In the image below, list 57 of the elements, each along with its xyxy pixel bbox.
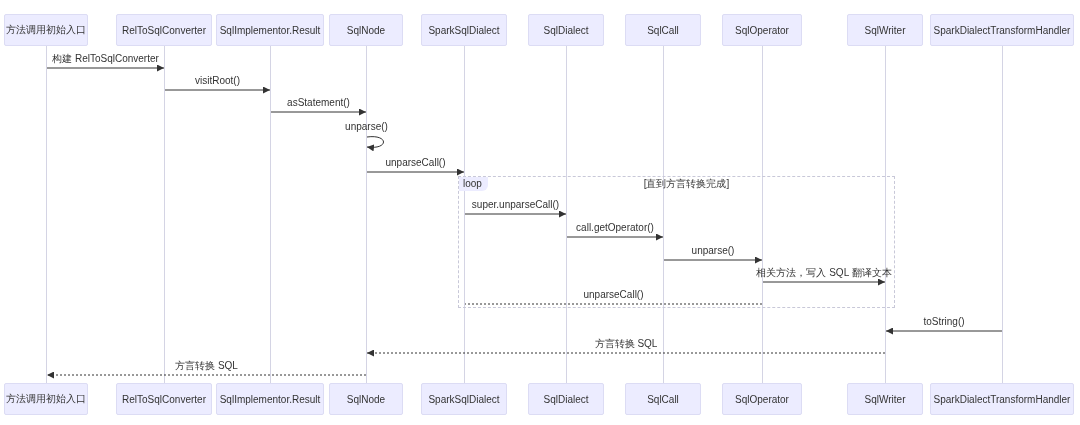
message-arrow xyxy=(46,64,165,72)
participant-box: SqlWriter xyxy=(847,383,923,415)
return-arrow xyxy=(46,371,367,379)
participant-box: SqlOperator xyxy=(722,14,802,46)
participant-box: SqlWriter xyxy=(847,14,923,46)
participant-box: RelToSqlConverter xyxy=(116,14,212,46)
participant-box: 方法调用初始入口 xyxy=(4,383,88,415)
self-call-arrow xyxy=(366,136,384,151)
loop-tag: loop xyxy=(459,177,488,191)
participant-box: SqlCall xyxy=(625,383,701,415)
edge-label: super.unparseCall() xyxy=(471,199,560,211)
message-arrow xyxy=(464,210,567,218)
participant-box: SparkDialectTransformHandler xyxy=(930,383,1074,415)
participant-box: SqlDialect xyxy=(528,383,604,415)
lifeline xyxy=(1002,46,1003,383)
edge-label: unparseCall() xyxy=(385,157,446,169)
message-arrow xyxy=(270,108,367,116)
edge-label: call.getOperator() xyxy=(576,222,654,234)
edge-label: unparse() xyxy=(691,245,735,257)
participant-box: SqlImplementor.Result xyxy=(216,383,324,415)
edge-label: 方言转换 SQL xyxy=(594,338,658,350)
edge-label: visitRoot() xyxy=(195,75,240,87)
message-arrow xyxy=(762,278,886,286)
message-arrow xyxy=(366,168,465,176)
message-arrow xyxy=(566,233,664,241)
participant-box: SqlCall xyxy=(625,14,701,46)
lifeline xyxy=(164,46,165,383)
lifeline xyxy=(464,46,465,383)
participant-box: SqlOperator xyxy=(722,383,802,415)
lifeline xyxy=(566,46,567,383)
return-arrow xyxy=(366,349,886,357)
message-arrow xyxy=(885,327,1003,335)
participant-box: SqlDialect xyxy=(528,14,604,46)
edge-label: 方言转换 SQL xyxy=(175,360,238,372)
lifeline xyxy=(663,46,664,383)
loop-condition: [直到方言转换完成] xyxy=(643,178,730,190)
message-arrow xyxy=(663,256,763,264)
lifeline xyxy=(762,46,763,383)
participant-box: SparkSqlDialect xyxy=(421,14,507,46)
edge-label: toString() xyxy=(923,316,965,328)
participant-box: SqlNode xyxy=(329,383,403,415)
lifeline xyxy=(270,46,271,383)
participant-box: SqlImplementor.Result xyxy=(216,14,324,46)
participant-box: 方法调用初始入口 xyxy=(4,14,88,46)
participant-box: SparkSqlDialect xyxy=(421,383,507,415)
edge-label: 相关方法，写入 SQL 翻译文本 xyxy=(756,267,892,279)
lifeline xyxy=(366,46,367,383)
lifeline xyxy=(46,46,47,383)
edge-label: asStatement() xyxy=(287,97,350,109)
message-arrow xyxy=(164,86,271,94)
participant-box: SqlNode xyxy=(329,14,403,46)
edge-label: unparseCall() xyxy=(583,289,644,301)
lifeline xyxy=(885,46,886,383)
edge-label: 构建 RelToSqlConverter xyxy=(52,53,159,65)
participant-box: RelToSqlConverter xyxy=(116,383,212,415)
participant-box: SparkDialectTransformHandler xyxy=(930,14,1074,46)
edge-label: unparse() xyxy=(345,121,388,133)
